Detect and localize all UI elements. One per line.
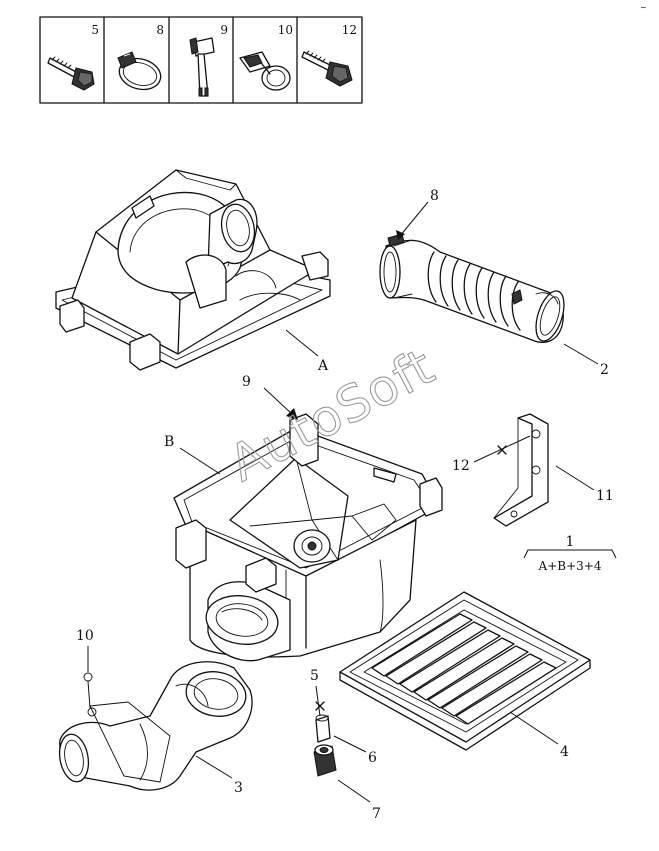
corner-mark: ~ (640, 3, 647, 12)
callout-2: 2 (600, 362, 609, 378)
air-cleaner-case (173, 413, 443, 662)
grommet (313, 744, 337, 777)
rivet-marker-10 (83, 672, 93, 682)
clip-icon (189, 37, 215, 97)
leader-2 (563, 343, 599, 365)
legend-num-10: 10 (278, 23, 293, 37)
leader-7 (337, 779, 371, 803)
inlet-duct (58, 661, 253, 791)
hose-clamp-icon (117, 51, 162, 91)
callout-12: 12 (452, 458, 470, 474)
legend-num-12: 12 (342, 23, 357, 37)
legend-num-5: 5 (91, 23, 99, 37)
legend-num-9: 9 (220, 23, 228, 37)
assembly-formula: A+B+3+4 (538, 559, 602, 573)
leader-9 (263, 387, 293, 415)
assembly-bracket (523, 549, 617, 559)
filter-element (339, 591, 591, 751)
arrow-9 (286, 408, 298, 420)
intake-hose (379, 233, 565, 343)
parts-legend: 5 8 9 10 12 (39, 16, 363, 104)
cross-5 (315, 701, 325, 711)
leader-8 (399, 201, 429, 237)
leader-12 (473, 435, 531, 463)
callout-8: 8 (430, 188, 439, 204)
bolt-icon (47, 56, 95, 91)
cross-12 (497, 445, 507, 455)
callout-11: 11 (596, 488, 614, 504)
leader-b (179, 447, 221, 475)
flange-bolt-icon (301, 50, 353, 87)
callout-b: B (164, 434, 174, 450)
leader-11 (555, 465, 595, 491)
callout-3: 3 (234, 780, 243, 796)
callout-5: 5 (310, 668, 319, 684)
air-cleaner-cap (55, 169, 331, 371)
bracket (493, 413, 549, 527)
callout-10: 10 (76, 628, 94, 644)
assembly-number: 1 (566, 534, 575, 550)
callout-a: A (317, 358, 329, 374)
leader-6 (333, 735, 367, 753)
leader-3 (195, 755, 233, 779)
callout-9: 9 (242, 374, 251, 390)
push-rivet-icon (239, 51, 291, 91)
callout-7: 7 (372, 806, 381, 822)
leader-a (285, 329, 319, 357)
arrow-8 (396, 230, 405, 240)
callout-4: 4 (560, 744, 569, 760)
bushing (315, 714, 331, 743)
leader-4 (509, 711, 559, 745)
callout-6: 6 (368, 750, 377, 766)
legend-num-8: 8 (156, 23, 164, 37)
leader-5 (315, 685, 321, 717)
